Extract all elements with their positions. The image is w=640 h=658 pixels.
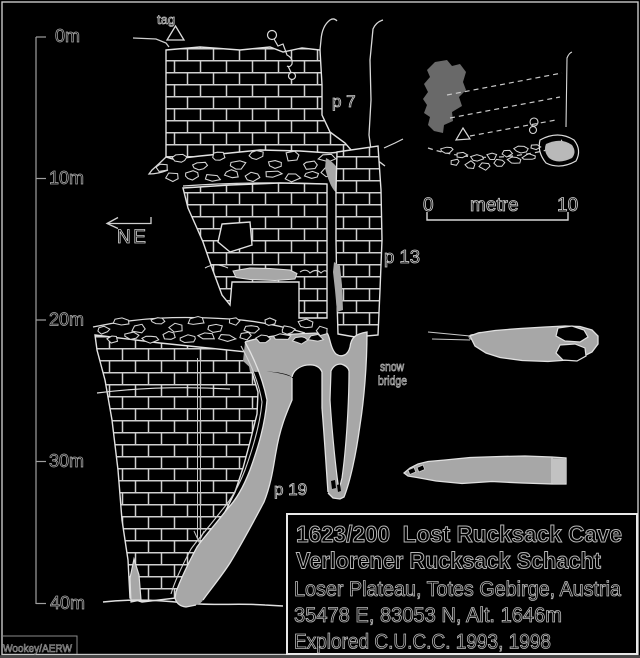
svg-text:Loser Plateau, Totes Gebirge,: Loser Plateau, Totes Gebirge, Austria	[294, 578, 621, 601]
svg-text:snow: snow	[380, 360, 405, 374]
svg-text:30m: 30m	[49, 451, 84, 471]
svg-text:Verlorener Rucksack Schacht: Verlorener Rucksack Schacht	[296, 548, 601, 574]
svg-text:10m: 10m	[49, 168, 84, 188]
svg-text:Wookey/AERW: Wookey/AERW	[3, 643, 73, 655]
svg-text:bridge: bridge	[378, 374, 407, 388]
svg-text:NE: NE	[117, 227, 148, 248]
svg-text:Explored C.U.C.C. 1993, 1998: Explored C.U.C.C. 1993, 1998	[294, 631, 551, 654]
svg-text:0: 0	[423, 195, 434, 216]
svg-text:20m: 20m	[49, 310, 84, 330]
svg-text:35478 E, 83053 N, Alt. 1646m: 35478 E, 83053 N, Alt. 1646m	[294, 604, 562, 627]
svg-text:tag: tag	[157, 12, 175, 27]
svg-text:10: 10	[557, 195, 578, 216]
svg-text:p 19: p 19	[274, 480, 307, 499]
svg-text:40m: 40m	[50, 593, 85, 613]
svg-text:1623/200 Lost Rucksack Cave: 1623/200 Lost Rucksack Cave	[296, 521, 622, 547]
svg-text:metre: metre	[470, 195, 519, 216]
svg-text:0m: 0m	[55, 26, 80, 46]
svg-text:p 7: p 7	[332, 92, 356, 111]
svg-text:p 13: p 13	[384, 246, 420, 267]
